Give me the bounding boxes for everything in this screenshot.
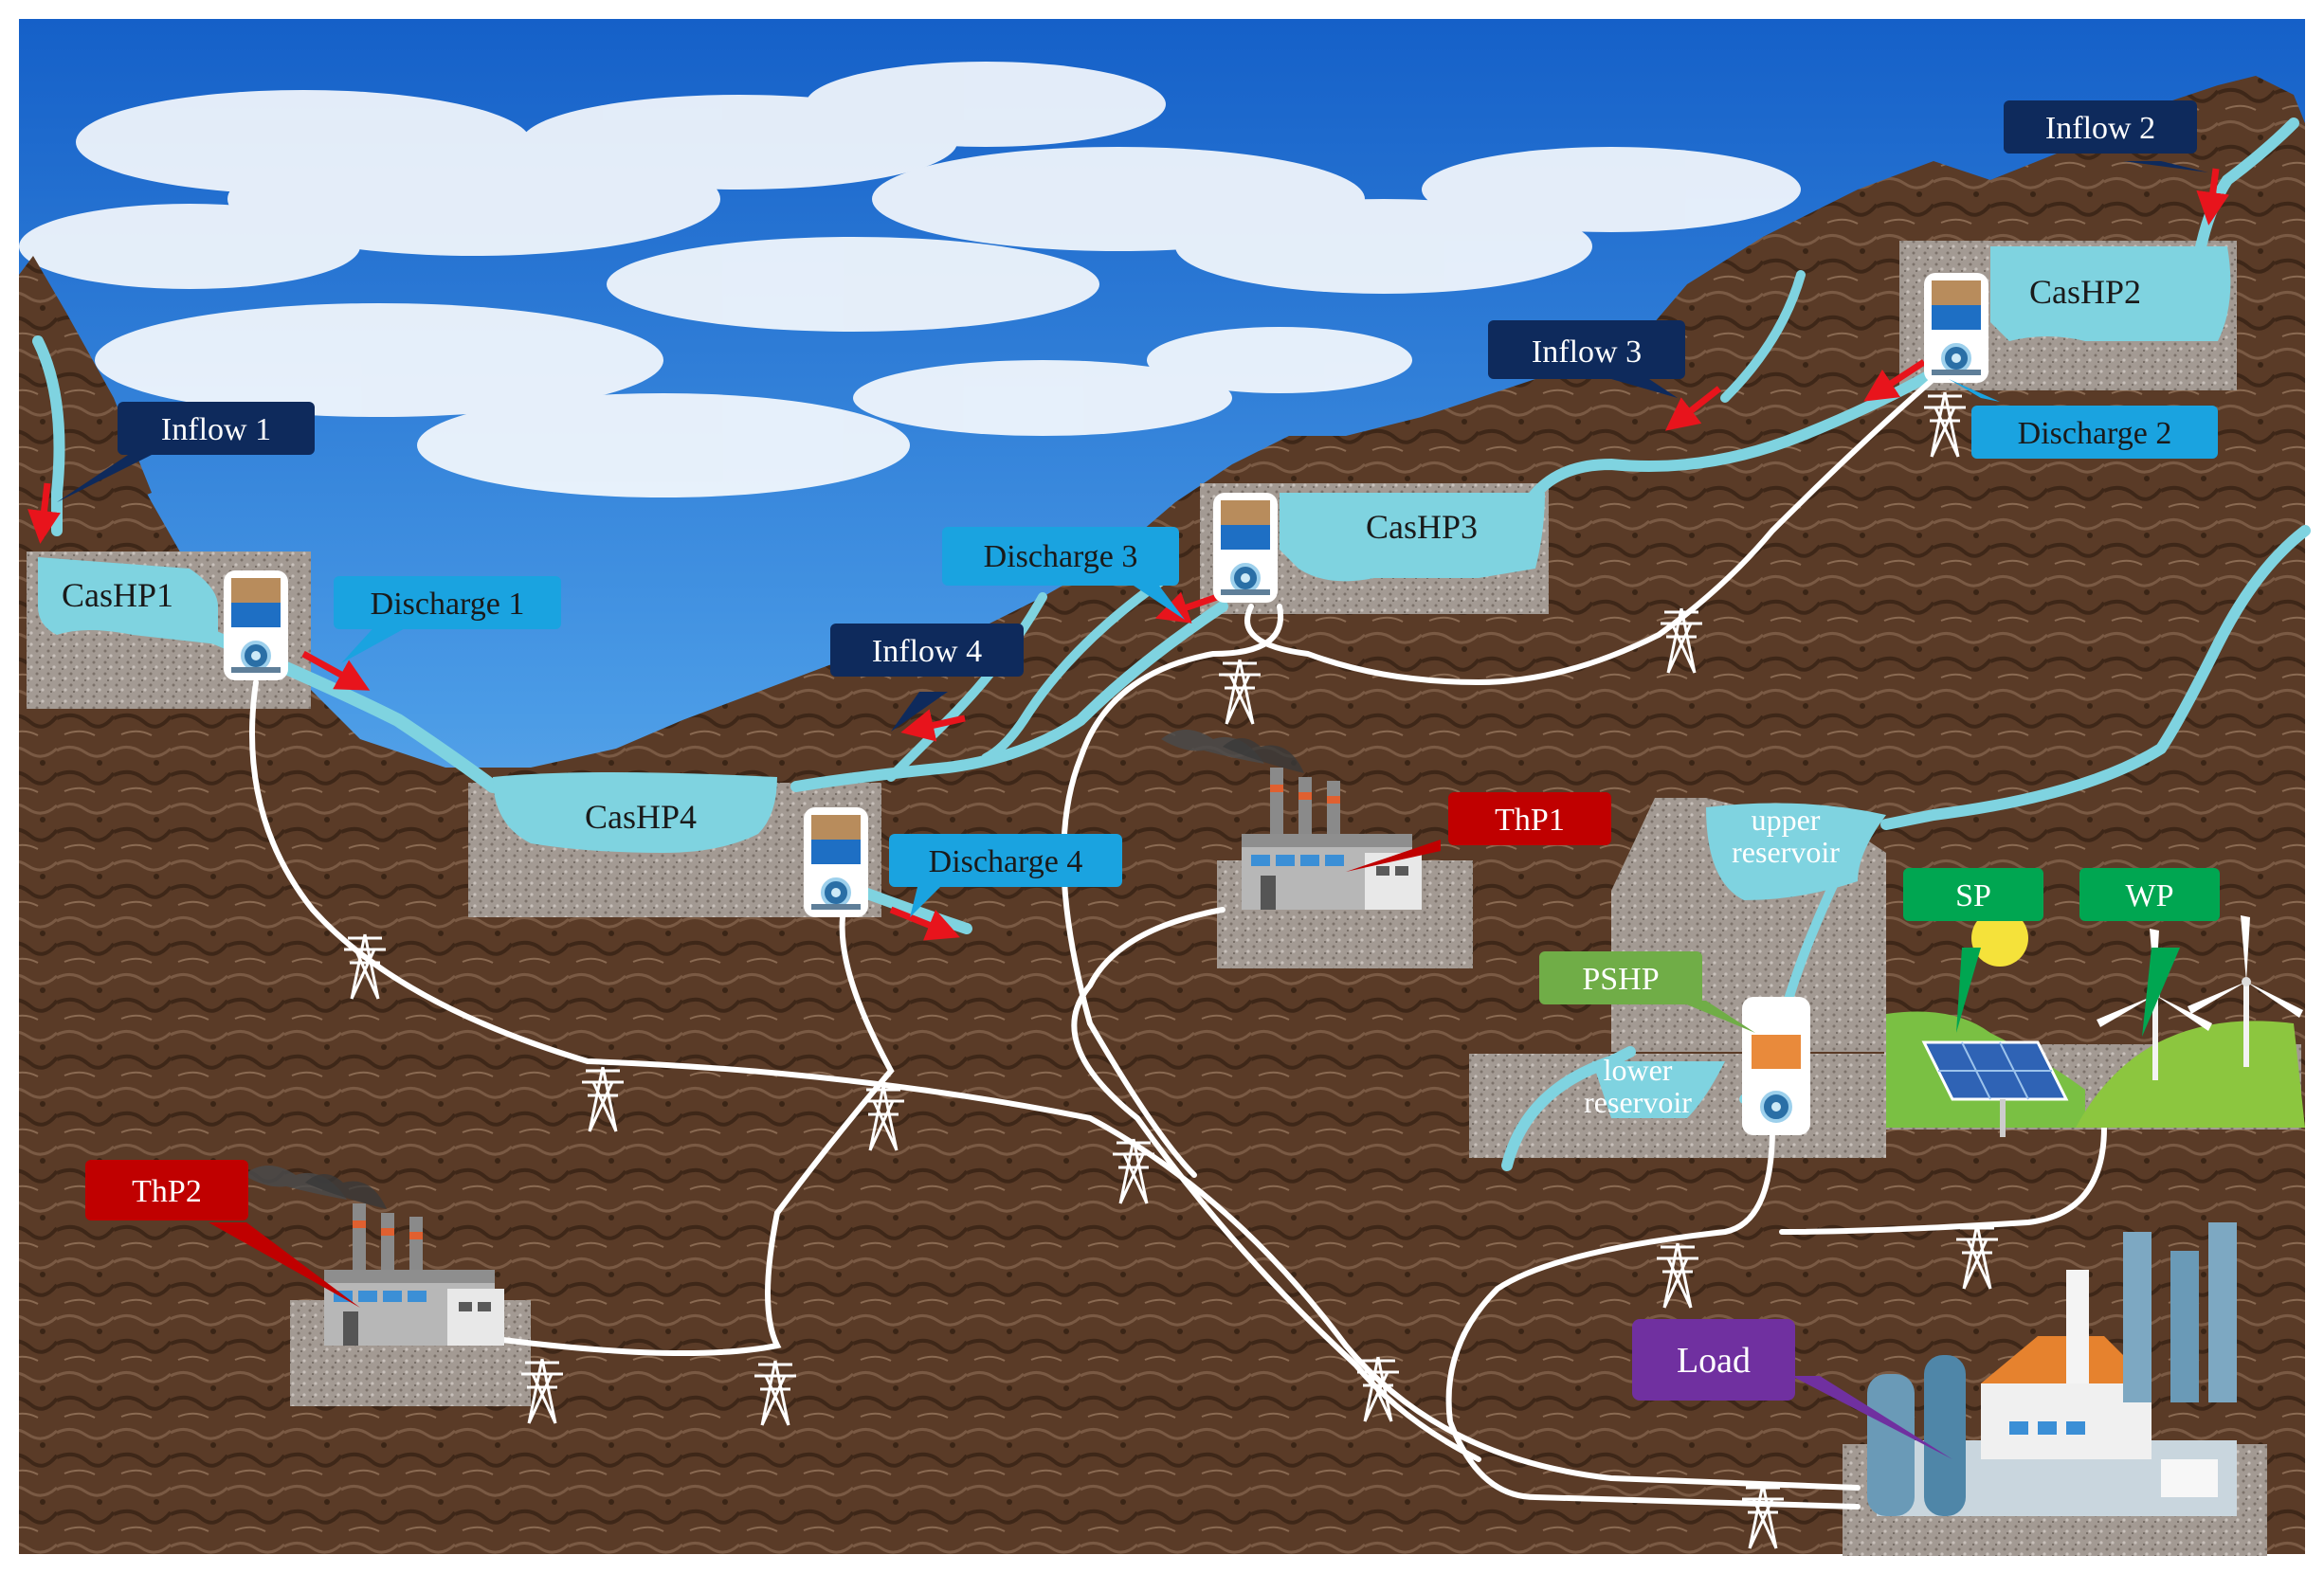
cashp3-label: CasHP3 [1366, 508, 1478, 546]
hydro-turbine-icon [802, 805, 870, 919]
upper-reservoir-label-line2: reservoir [1732, 835, 1840, 869]
inflow4-callout [830, 624, 1024, 677]
clouds [19, 62, 1801, 497]
sp-text: SP [1955, 878, 1991, 913]
inflow4-text: Inflow 4 [872, 634, 982, 669]
thp2-text: ThP2 [132, 1174, 202, 1209]
thp1-callout [1448, 792, 1611, 845]
discharge2-text: Discharge 2 [2018, 416, 2172, 451]
lower-reservoir-label-line2: reservoir [1584, 1085, 1692, 1119]
callout-texts: Inflow 1 Inflow 2 Inflow 3 Inflow 4 Disc… [132, 111, 2173, 1381]
discharge3-text: Discharge 3 [984, 539, 1138, 574]
inflow3-callout [1488, 320, 1685, 379]
inflow3-text: Inflow 3 [1532, 334, 1642, 370]
mountain-terrain [19, 76, 2305, 1554]
discharge4-text: Discharge 4 [929, 844, 1083, 879]
discharge1-text: Discharge 1 [371, 587, 525, 622]
inflow1-text: Inflow 1 [161, 412, 271, 447]
inflow2-callout [2004, 100, 2197, 154]
inflow2-text: Inflow 2 [2045, 111, 2155, 146]
industrial-load-icon [1867, 1222, 2237, 1516]
pshp-callout [1539, 951, 1702, 1004]
wp-text: WP [2126, 878, 2174, 913]
lower-reservoir-label-line1: lower [1604, 1053, 1673, 1087]
pshp-plant [1742, 997, 1810, 1135]
hydro-turbine-icon [222, 569, 290, 682]
upper-reservoir-label-line1: upper [1752, 803, 1821, 837]
wp-callout [2079, 868, 2220, 921]
hydro-turbine-icon [1211, 491, 1280, 605]
reservoirs [38, 246, 2231, 1118]
thp2-callout [85, 1160, 248, 1220]
sp-callout [1903, 868, 2043, 921]
solar-panel-icon [1921, 1040, 2069, 1137]
cashp1-label: CasHP1 [62, 576, 173, 614]
callout-pointers [57, 161, 2208, 1459]
discharge1-callout [334, 576, 561, 629]
cashp4-label: CasHP4 [585, 798, 697, 836]
callout-boxes [85, 100, 2220, 1401]
discharge4-callout [889, 834, 1122, 887]
sun-icon [1971, 910, 2028, 967]
hydro-turbine-icon [1922, 271, 1990, 385]
cashp2-label: CasHP2 [2029, 273, 2141, 311]
renewable-area [1886, 910, 2305, 1137]
pshp-text: PSHP [1582, 962, 1659, 997]
load-callout [1632, 1319, 1795, 1401]
inflow1-callout [118, 402, 315, 455]
discharge3-callout [942, 527, 1179, 586]
thp1-text: ThP1 [1495, 803, 1565, 838]
discharge2-callout [1971, 406, 2218, 459]
load-text: Load [1677, 1341, 1751, 1381]
